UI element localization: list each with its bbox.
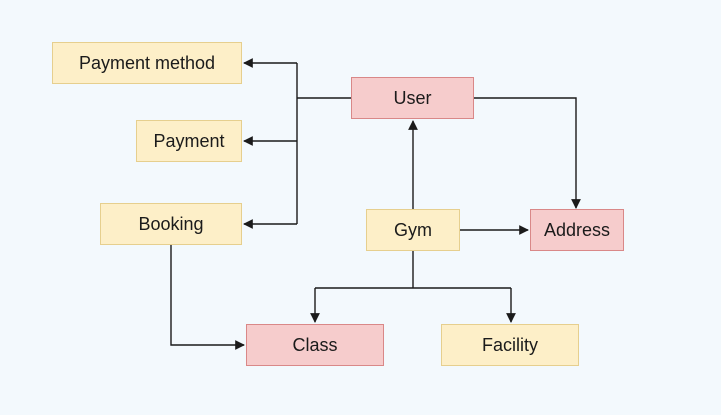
edge-user-address <box>474 97 581 209</box>
node-label: User <box>393 87 432 108</box>
node-payment-method: Payment method <box>52 42 242 84</box>
node-gym: Gym <box>366 209 460 251</box>
node-label: Class <box>292 334 338 355</box>
node-user: User <box>351 77 474 119</box>
node-facility: Facility <box>441 324 579 366</box>
node-label: Address <box>543 219 611 240</box>
node-booking: Booking <box>100 203 242 245</box>
node-address: Address <box>530 209 624 251</box>
node-class: Class <box>246 324 384 366</box>
node-label: Gym <box>394 219 432 240</box>
node-payment: Payment <box>136 120 242 162</box>
edge-booking-class <box>170 245 245 350</box>
node-label: Booking <box>138 213 204 234</box>
node-label: Payment <box>153 130 225 151</box>
node-label: Facility <box>481 334 538 355</box>
node-label: Payment method <box>78 52 216 73</box>
